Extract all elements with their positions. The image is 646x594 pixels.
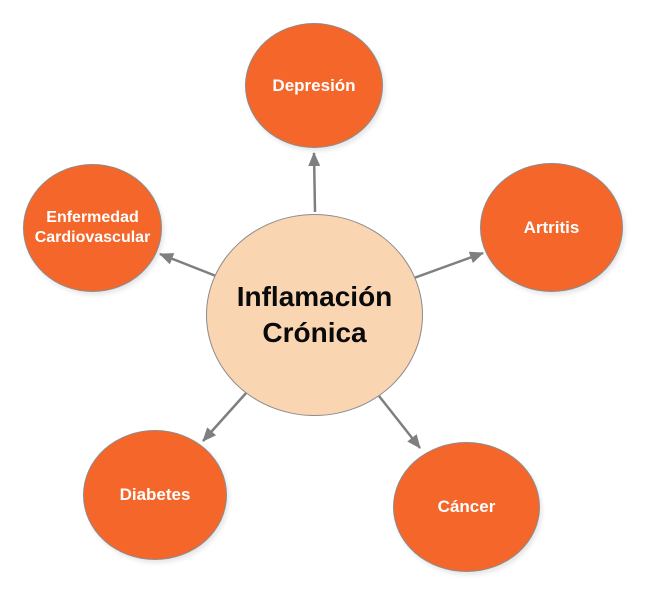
node-label: Depresión [272, 75, 356, 95]
arrow-center-to-artritis [413, 251, 484, 280]
node-label: Artritis [523, 217, 580, 237]
node-label: Enfermedad Cardiovascular [34, 209, 151, 246]
arrow-center-to-cancer [378, 395, 421, 449]
center-node-label-line2: Crónica [262, 317, 367, 348]
arrow-center-to-depresion [308, 152, 321, 213]
node-depresion: Depresión [245, 23, 383, 148]
node-diabetes: Diabetes [83, 430, 227, 560]
node-label: Cáncer [437, 497, 496, 517]
arrow-center-to-diabetes [202, 391, 248, 442]
node-artritis: Artritis [480, 163, 623, 292]
arrow-center-to-enfermedad [159, 252, 217, 278]
center-node-inflamacion-cronica: Inflamación Crónica [206, 214, 423, 416]
node-label: Diabetes [119, 485, 191, 505]
node-cancer: Cáncer [393, 442, 540, 572]
center-node-label-line1: Inflamación [236, 281, 393, 313]
node-enfermedad-cardiovascular: Enfermedad Cardiovascular [23, 164, 162, 292]
